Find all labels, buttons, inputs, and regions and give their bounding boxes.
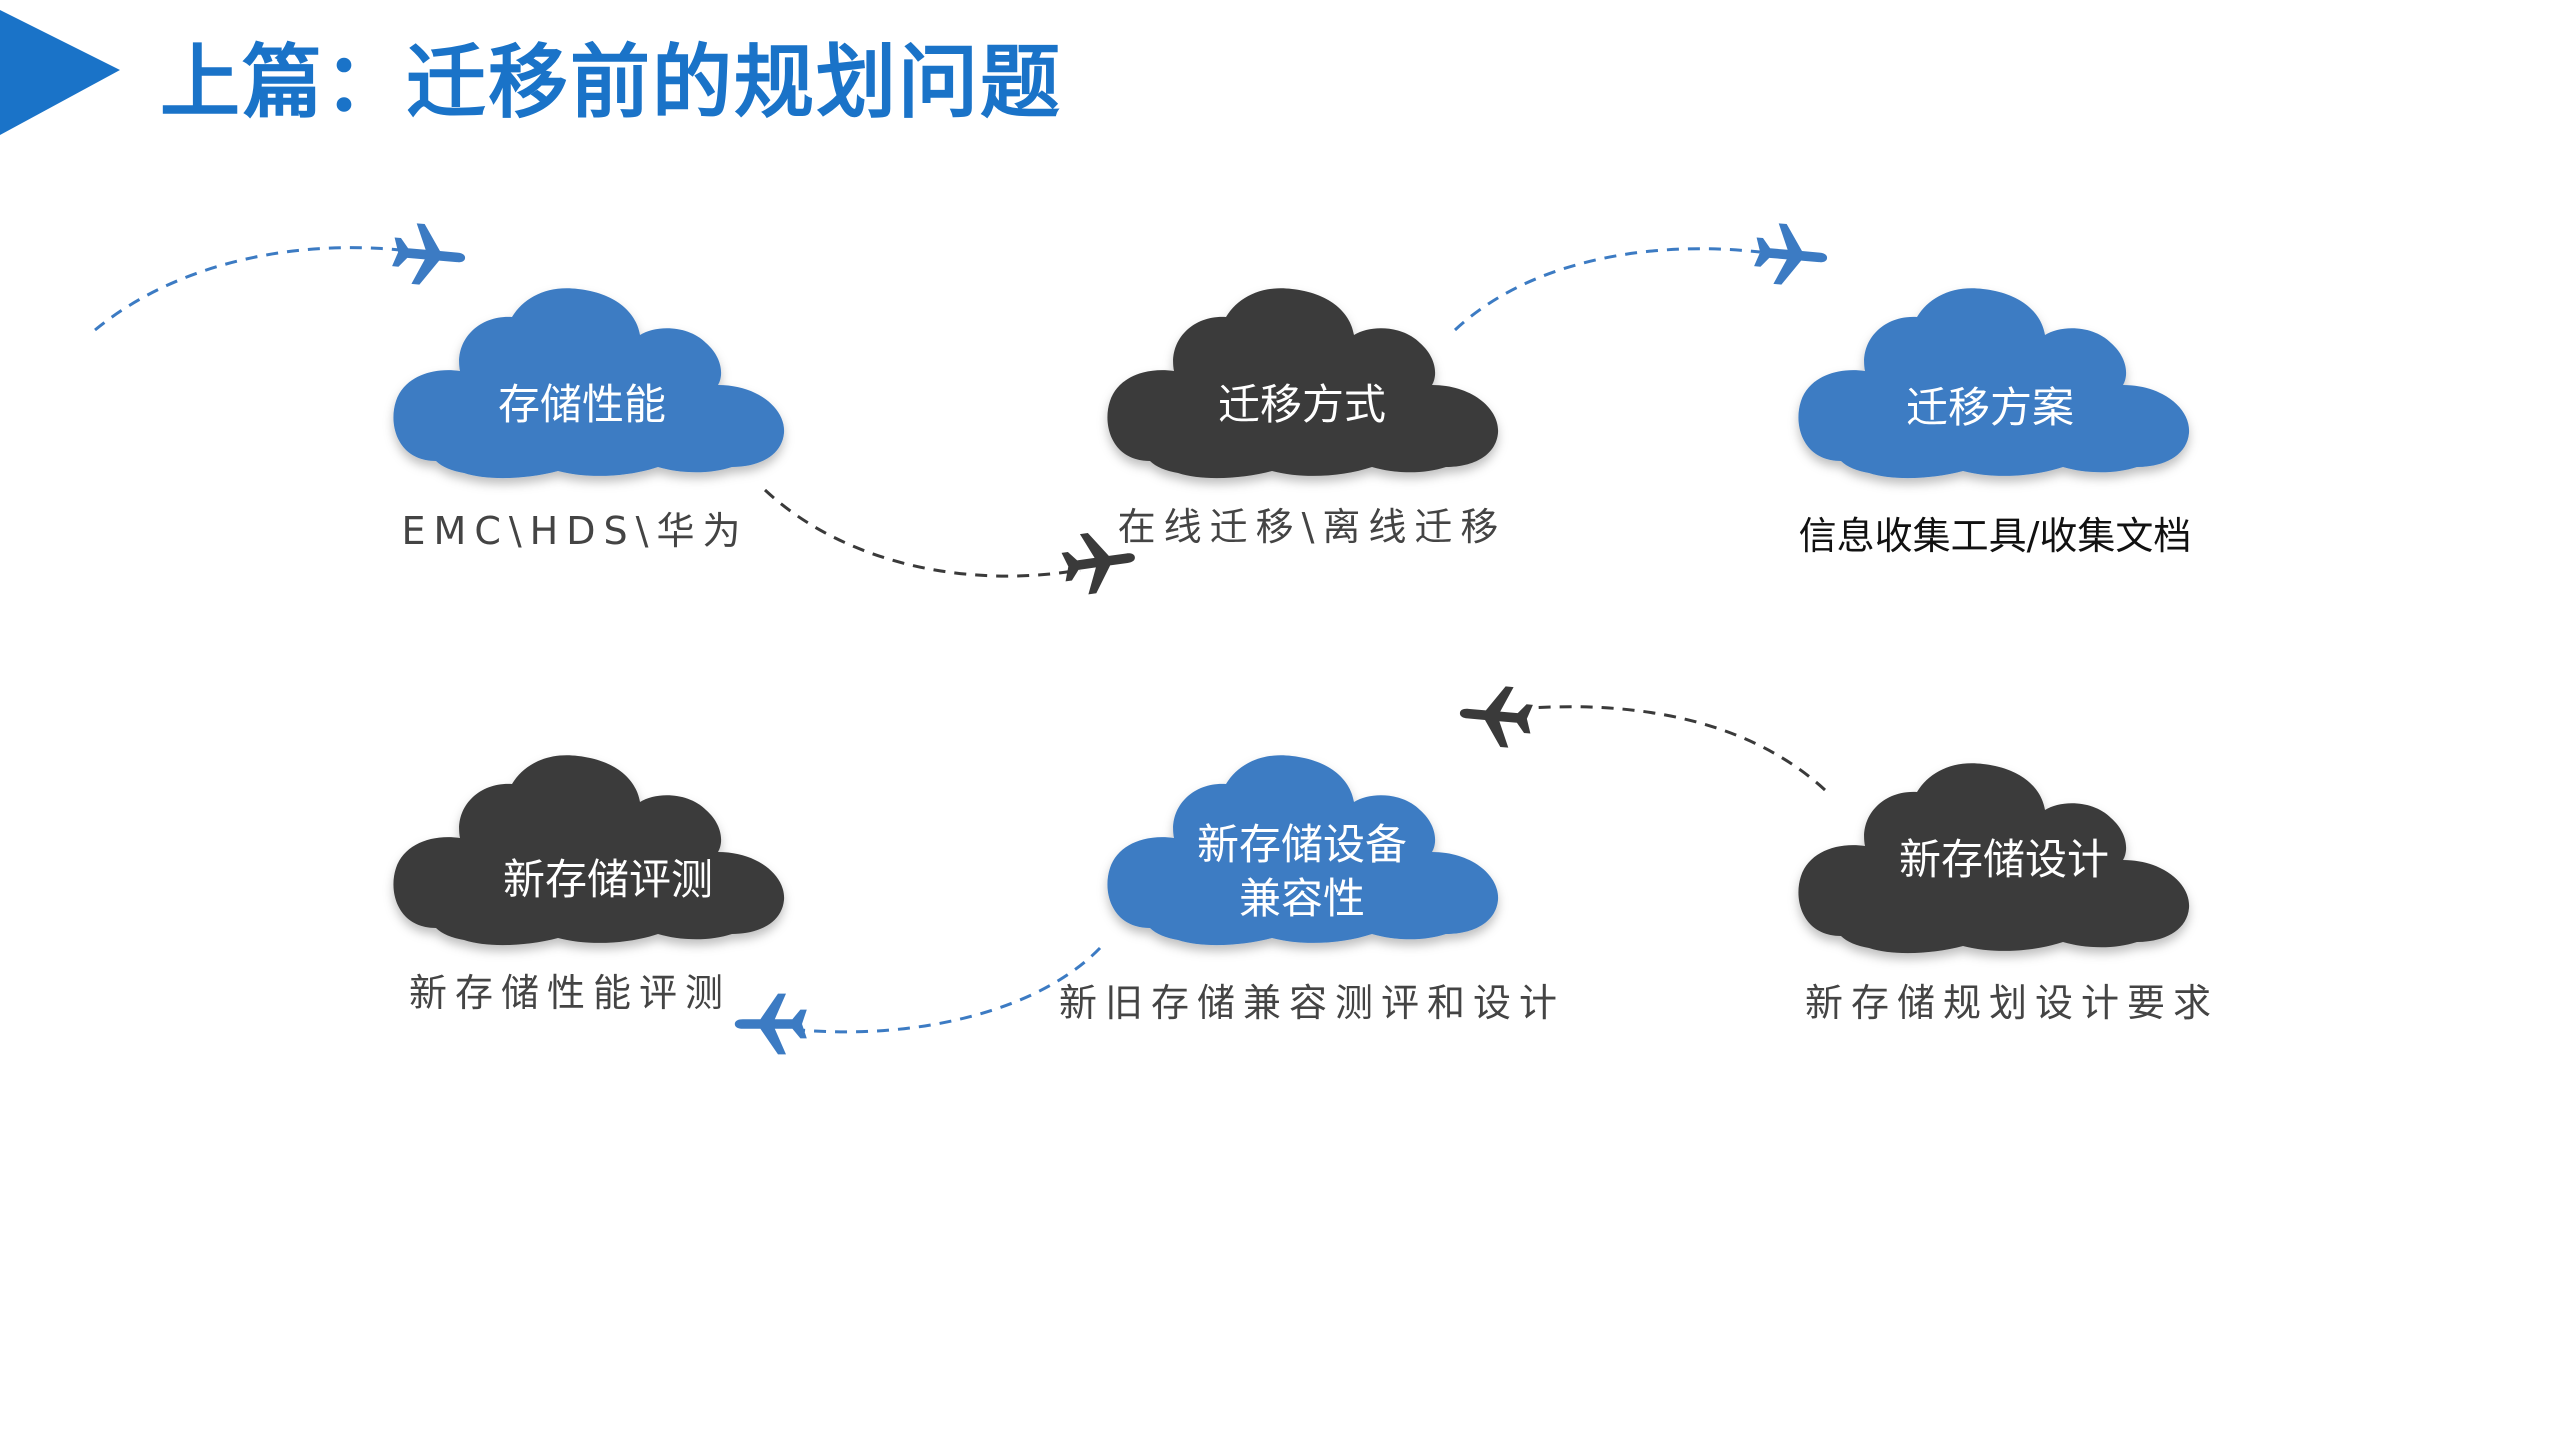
flight-path-2 — [763, 488, 1081, 578]
node-caption-migration-plan: 信息收集工具/收集文档 — [1798, 514, 2192, 558]
flight-path-4 — [1529, 705, 1827, 792]
node-label-migration-method: 迁移方式 — [1217, 380, 1387, 429]
flight-path-5 — [799, 946, 1102, 1034]
node-label-migration-plan: 迁移方案 — [1905, 383, 2075, 432]
airplane-icon — [734, 993, 807, 1055]
node-label-compatibility-line1: 新存储设备 — [1196, 820, 1408, 869]
flight-path-3 — [1453, 247, 1761, 332]
slide-title: 上篇：迁移前的规划问题 — [160, 36, 1062, 129]
flight-path-1 — [94, 246, 401, 332]
airplane-icon — [390, 221, 468, 289]
airplane-icon — [1457, 682, 1535, 750]
node-caption-new-storage-eval: 新存储性能评测 — [408, 971, 732, 1015]
node-label-compatibility-line2: 兼容性 — [1238, 874, 1366, 923]
node-caption-storage-performance: EMC\HDS\华为 — [401, 509, 749, 553]
node-caption-new-storage-design: 新存储规划设计要求 — [1804, 981, 2220, 1025]
airplane-icon — [1752, 221, 1830, 289]
node-caption-compatibility: 新旧存储兼容测评和设计 — [1058, 981, 1566, 1025]
node-caption-migration-method: 在线迁移\离线迁移 — [1117, 505, 1507, 549]
cloud-new-storage-eval — [393, 755, 785, 946]
play-triangle-icon — [0, 10, 120, 135]
node-label-new-storage-eval: 新存储评测 — [502, 855, 714, 904]
node-label-compatibility: 新存储设备 兼容性 — [1197, 818, 1407, 926]
node-label-new-storage-design: 新存储设计 — [1898, 835, 2110, 884]
node-label-storage-performance: 存储性能 — [497, 380, 667, 429]
